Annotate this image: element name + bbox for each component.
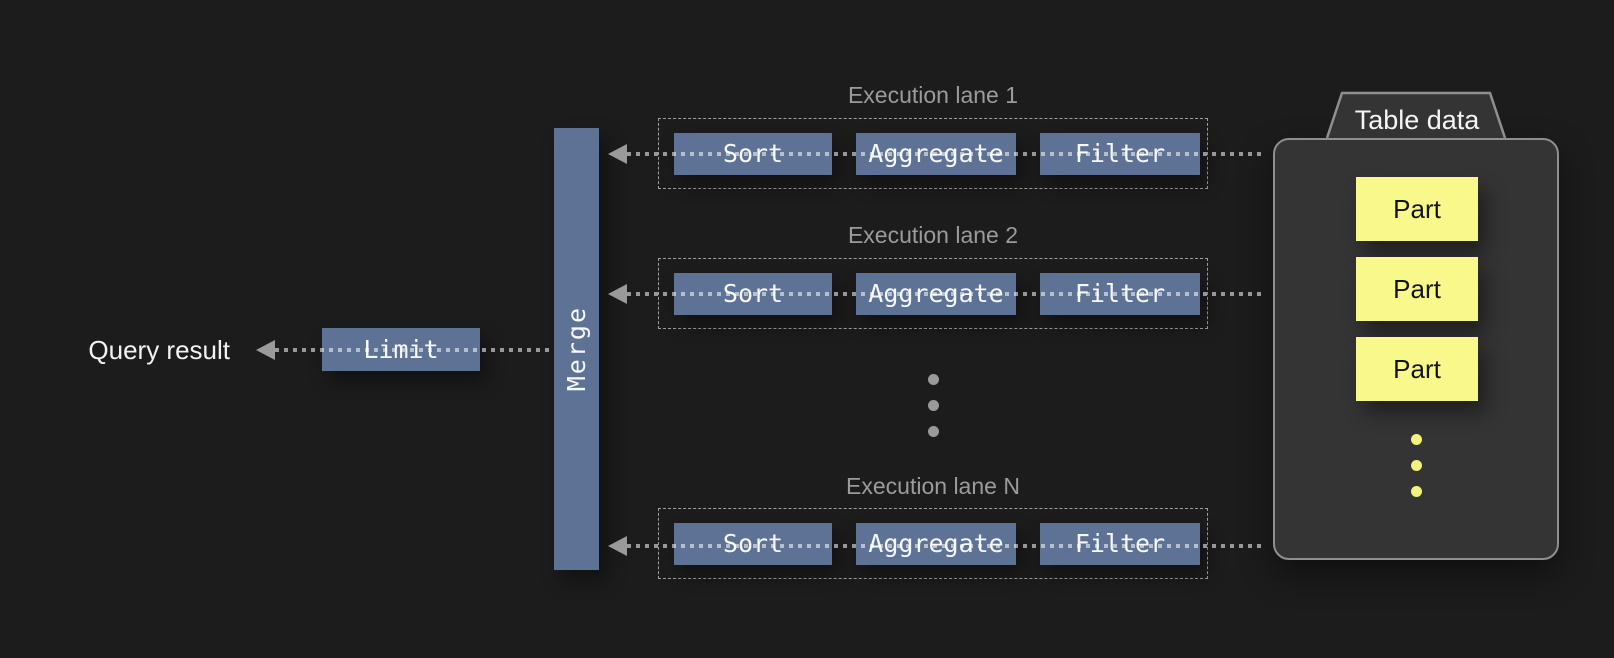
merge-node-label: Merge [562,306,591,392]
lane-2-title: Execution lane 2 [847,222,1019,248]
table-data-title: Table data [1354,105,1480,135]
query-result-label: Query result [88,335,230,365]
part-node: Part [1356,177,1478,241]
operator-sort: Sort [674,522,832,565]
execution-lane-n: Sort Aggregate Filter [658,508,1208,579]
dataflow-dotted-line [627,544,1261,548]
arrow-left-icon [608,536,627,556]
merge-node: Merge [554,128,599,570]
arrow-left-icon [256,340,275,360]
dataflow-dotted-line [627,292,1266,296]
lane-1-title: Execution lane 1 [847,82,1019,108]
dataflow-dotted-line [275,348,554,352]
table-data-tab [1325,91,1507,139]
part-node: Part [1356,337,1478,401]
operator-filter: Filter [1040,522,1200,565]
part-node: Part [1356,257,1478,321]
operator-aggregate: Aggregate [856,522,1016,565]
arrow-left-icon [608,144,627,164]
lane-n-title: Execution lane N [846,473,1020,499]
dataflow-dotted-line [627,152,1266,156]
arrow-left-icon [608,284,627,304]
